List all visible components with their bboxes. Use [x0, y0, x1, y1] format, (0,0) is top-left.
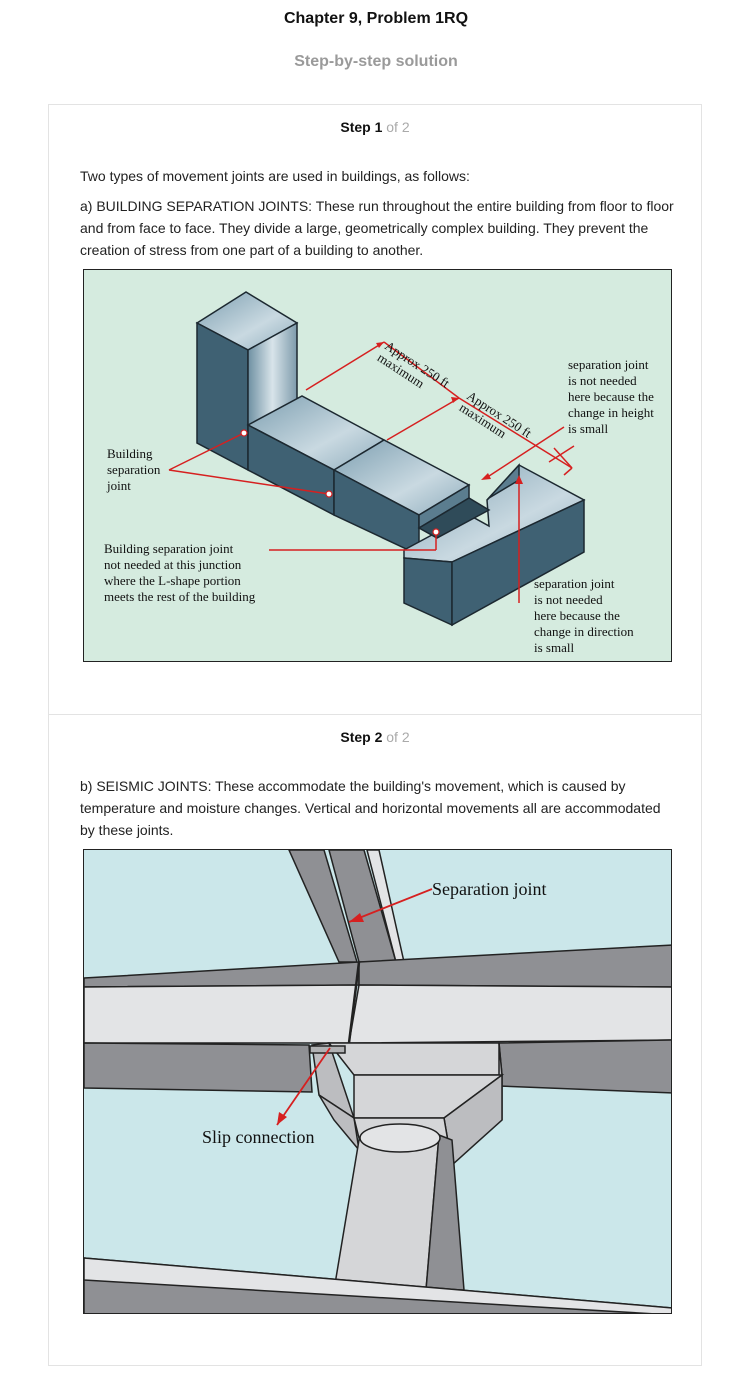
step-label: Step 2 [340, 729, 383, 745]
step-card-1: Step 1 of 2 Two types of movement joints… [48, 104, 702, 715]
note-line: joint [106, 478, 131, 493]
note-line: change in height [568, 405, 654, 420]
note-line: where the L-shape portion [104, 573, 241, 588]
tower-block [195, 291, 299, 472]
middle-block-2 [332, 439, 471, 557]
note-line: separation [107, 462, 161, 477]
note-line: is not needed [568, 373, 637, 388]
step-header-2: Step 2 of 2 [49, 729, 701, 745]
lower-slab [84, 1257, 671, 1313]
seismic-joint-figure: Separation joint Slip connection [83, 849, 672, 1314]
note-line: change in direction [534, 624, 634, 639]
note-line: meets the rest of the building [104, 589, 256, 604]
note-line: is small [534, 640, 574, 655]
step-count: of 2 [386, 729, 410, 745]
note-line: not needed at this junction [104, 557, 242, 572]
beam [84, 944, 671, 1094]
diagonal-brace [288, 850, 405, 963]
page-title: Chapter 9, Problem 1RQ [283, 10, 469, 27]
note-line: Building [107, 446, 153, 461]
column-shaft [333, 1123, 465, 1291]
page-subtitle: Step-by-step solution [294, 53, 458, 70]
arrowheads [376, 342, 523, 484]
dimension-label-2: Approx 250 ft maximum [457, 388, 535, 441]
separation-joint-label: Separation joint [432, 879, 546, 899]
building-separation-joint-figure: Approx 250 ft maximum Approx 250 ft maxi… [83, 269, 672, 662]
note-height: separation joint is not needed here beca… [568, 357, 654, 436]
step-card-2: Step 2 of 2 b) SEISMIC JOINTS: These acc… [48, 714, 702, 1366]
end-block [403, 463, 586, 627]
step-paragraph: Two types of movement joints are used in… [80, 168, 470, 184]
slip-connection-label: Slip connection [202, 1127, 314, 1147]
dimension-label-1: Approx 250 ft maximum [375, 338, 453, 391]
note-line: Building separation joint [104, 541, 234, 556]
step-paragraph: b) SEISMIC JOINTS: These accommodate the… [80, 778, 661, 838]
note-line: is not needed [534, 592, 603, 607]
annotation-arrows [276, 888, 433, 1126]
note-line: here because the [534, 608, 620, 623]
step-paragraph: a) BUILDING SEPARATION JOINTS: These run… [80, 198, 674, 258]
step-header-1: Step 1 of 2 [49, 119, 701, 135]
note-junction: Building separation joint not needed at … [104, 541, 256, 604]
note-line: separation joint [568, 357, 649, 372]
note-line: is small [568, 421, 608, 436]
note-direction: separation joint is not needed here beca… [534, 576, 634, 655]
note-line: separation joint [534, 576, 615, 591]
note-line: here because the [568, 389, 654, 404]
note-building: Building separation joint [106, 446, 161, 493]
step-count: of 2 [386, 119, 410, 135]
step-label: Step 1 [340, 119, 383, 135]
